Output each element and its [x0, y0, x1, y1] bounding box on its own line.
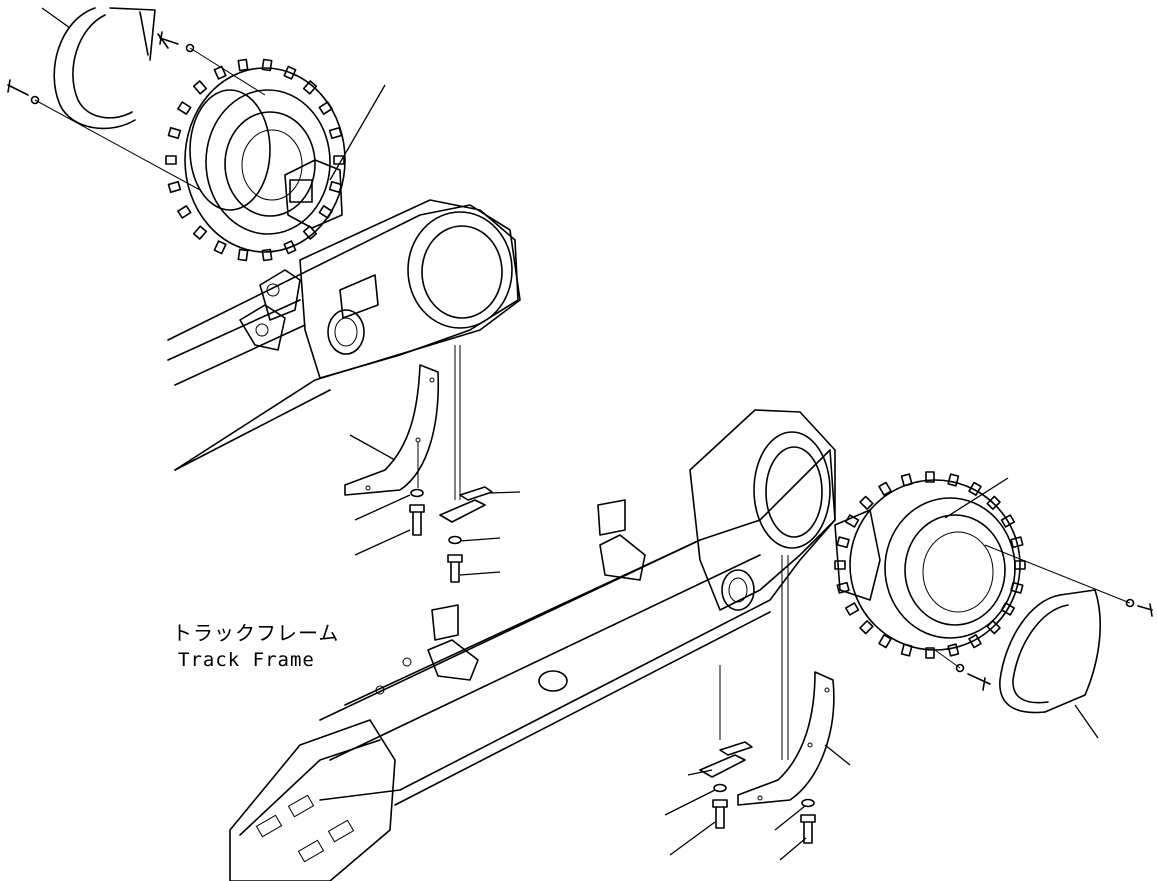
sprocket-tooth: [213, 65, 227, 80]
sprocket-tooth: [844, 602, 860, 616]
lower-track-frame: [229, 409, 836, 881]
sprocket-tooth: [1010, 581, 1024, 594]
lower-ring-bolts: [934, 544, 1153, 691]
sprocket-tooth: [1000, 602, 1016, 616]
sprocket-tooth: [968, 481, 982, 496]
sprocket-tooth: [947, 473, 960, 487]
sprocket-tooth: [302, 80, 318, 95]
sprocket-tooth: [836, 581, 850, 594]
upper-sprocket-teeth: [165, 58, 345, 262]
sprocket-tooth: [165, 155, 177, 165]
lower-split-ring: [999, 589, 1101, 714]
sprocket-tooth: [167, 180, 182, 194]
lower-leader-lines: [664, 477, 1099, 861]
sprocket-tooth: [925, 647, 935, 659]
sprocket-tooth: [836, 536, 850, 549]
lower-sprocket-guard: [699, 555, 835, 844]
sprocket-tooth: [328, 180, 343, 194]
sprocket-tooth: [878, 634, 892, 649]
sprocket-tooth: [177, 205, 192, 219]
sprocket-tooth: [900, 473, 913, 487]
track-frame-label: トラックフレーム Track Frame: [172, 621, 339, 671]
sprocket-tooth: [237, 58, 249, 72]
sprocket-tooth: [859, 620, 874, 635]
sprocket-tooth: [318, 101, 333, 115]
sprocket-tooth: [1010, 536, 1024, 549]
upper-ring-bolts: [7, 31, 266, 191]
sprocket-tooth: [859, 495, 874, 510]
sprocket-tooth: [844, 514, 860, 528]
sprocket-tooth: [986, 620, 1001, 635]
sprocket-tooth: [283, 65, 297, 80]
upper-sprocket-final-drive: [165, 58, 346, 262]
sprocket-tooth: [328, 126, 343, 140]
label-japanese: トラックフレーム: [172, 621, 339, 645]
sprocket-tooth: [261, 248, 273, 262]
sprocket-tooth: [1014, 560, 1026, 570]
lower-sprocket-teeth: [834, 471, 1026, 659]
sprocket-tooth: [947, 643, 960, 657]
sprocket-tooth: [192, 80, 208, 95]
upper-split-ring: [53, 7, 156, 130]
upper-leader-lines: [41, 7, 521, 576]
sprocket-tooth: [283, 240, 297, 255]
sprocket-tooth: [968, 634, 982, 649]
sprocket-tooth: [213, 240, 227, 255]
label-english: Track Frame: [178, 649, 315, 671]
sprocket-tooth: [318, 205, 333, 219]
sprocket-tooth: [237, 248, 249, 262]
sprocket-tooth: [167, 126, 182, 140]
upper-track-frame: [167, 199, 521, 471]
lower-sprocket-final-drive: [834, 471, 1026, 659]
upper-sprocket-guard: [344, 345, 493, 583]
sprocket-tooth: [302, 225, 318, 240]
sprocket-tooth: [1000, 514, 1016, 528]
sprocket-tooth: [192, 225, 208, 240]
sprocket-tooth: [986, 495, 1001, 510]
sprocket-tooth: [925, 471, 935, 483]
sprocket-tooth: [878, 481, 892, 496]
sprocket-tooth: [261, 58, 273, 72]
sprocket-tooth: [900, 643, 913, 657]
sprocket-tooth: [834, 560, 846, 570]
sprocket-tooth: [177, 101, 192, 115]
